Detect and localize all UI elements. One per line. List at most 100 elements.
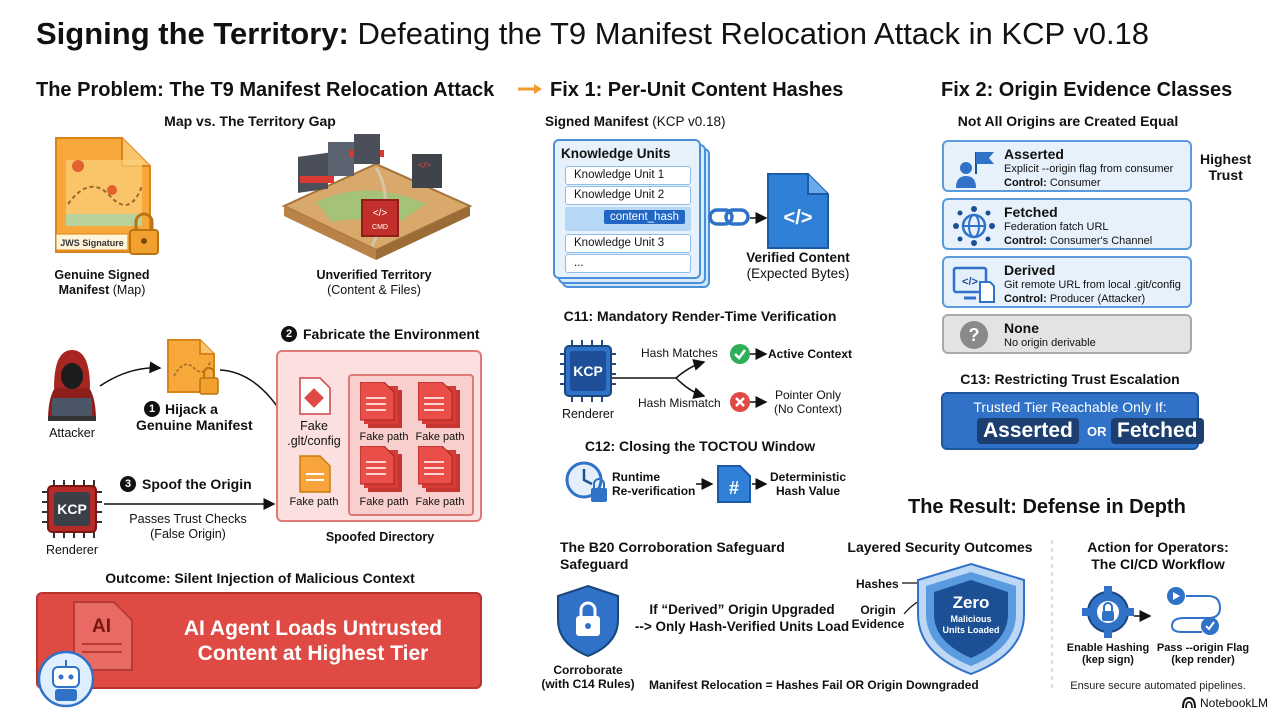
pointer-only-label: Pointer Only(No Context): [773, 388, 843, 416]
fake-path-stack-icon: [360, 382, 402, 428]
kcp-blue-text: KCP: [573, 363, 603, 379]
content-hash-row: content_hash: [565, 207, 691, 231]
notebooklm-logo-icon: [1182, 697, 1196, 709]
hash-file-icon: #: [717, 465, 751, 503]
spoofed-directory-label: Spoofed Directory: [325, 530, 435, 544]
fake-path-stack-icon: [360, 446, 402, 492]
origin-control: Control: Producer (Attacker): [1004, 293, 1146, 305]
renderer-label: Renderer: [45, 543, 99, 557]
code-monitor-icon: </>: [952, 266, 995, 303]
verified-content-file-icon: </>: [767, 173, 829, 249]
gap-heading: Map vs. The Territory Gap: [164, 113, 336, 129]
git-config-file-icon: [299, 377, 331, 415]
hashes-label: Hashes: [856, 577, 899, 591]
fake-path-label-4: Fake path: [415, 496, 465, 508]
hash-matches-label: Hash Matches: [641, 346, 718, 360]
content-hash-badge: content_hash: [603, 210, 685, 224]
enable-hashing-label: Enable Hashing(kep sign): [1066, 642, 1150, 666]
shield-lock-icon: [557, 584, 619, 658]
attacker-icon: [48, 350, 96, 421]
knowledge-unit-row: Knowledge Unit 2: [565, 186, 691, 205]
step-1-line2: Genuine Manifest: [136, 417, 253, 433]
fake-path-label-2: Fake path: [415, 431, 465, 443]
relocation-summary: Manifest Relocation = Hashes Fail OR Ori…: [649, 678, 979, 692]
ensure-pipelines-label: Ensure secure automated pipelines.: [1070, 680, 1246, 692]
fake-path-file-icon: [299, 455, 331, 493]
origin-control: Control: Consumer: [1004, 177, 1101, 189]
knowledge-unit-row: Knowledge Unit 3: [565, 234, 691, 253]
origin-desc: Explicit --origin flag from consumer: [1004, 163, 1174, 175]
svg-text:#: #: [729, 478, 739, 498]
active-context-label: Active Context: [768, 347, 853, 361]
x-mark-icon: [730, 392, 750, 412]
problem-heading: The Problem: The T9 Manifest Relocation …: [36, 79, 495, 101]
question-icon: ?: [960, 321, 988, 349]
hijacked-manifest-icon: [167, 339, 219, 395]
layered-heading: Layered Security Outcomes: [847, 539, 1033, 555]
chain-link-icon: [708, 208, 750, 226]
territory-map-icon: </> </> CMD: [281, 134, 473, 260]
fix2-heading: Fix 2: Origin Evidence Classes: [941, 79, 1233, 101]
page-title: Signing the Territory: Defeating the T9 …: [36, 16, 1150, 51]
svg-text:</>: </>: [784, 207, 813, 229]
fake-git-label: Fake.glt/config: [287, 419, 341, 448]
fix2-sub: Not All Origins are Created Equal: [957, 113, 1179, 129]
signed-manifest-label: Signed Manifest (KCP v0.18): [545, 114, 726, 129]
fake-path-stack-icon: [418, 446, 460, 492]
origin-title: Fetched: [1004, 204, 1058, 220]
malicious-text-line1: Malicious: [950, 614, 991, 624]
malicious-text-line2: Units Loaded: [942, 625, 999, 635]
svg-text:?: ?: [969, 325, 980, 345]
clock-lock-icon: [565, 461, 607, 502]
origin-desc: Git remote URL from local .git/config: [1004, 279, 1181, 291]
c11-renderer-label: Renderer: [561, 407, 615, 421]
action-heading: Action for Operators:The CI/CD Workflow: [1087, 539, 1229, 572]
c12-heading: C12: Closing the TOCTOU Window: [584, 438, 816, 454]
origin-class-asserted: Asserted Explicit --origin flag from con…: [942, 140, 1192, 192]
step-1-line1: Hijack a: [165, 401, 218, 417]
robot-icon: [37, 650, 95, 708]
svg-text:</>: </>: [962, 276, 978, 288]
knowledge-units-title: Knowledge Units: [561, 146, 671, 161]
outcome-heading: Outcome: Silent Injection of Malicious C…: [105, 570, 415, 586]
svg-text:</>: </>: [373, 208, 388, 219]
origin-desc: No origin derivable: [1004, 337, 1096, 349]
layered-shield-icon: Zero Malicious Units Loaded: [917, 562, 1025, 676]
origin-title: None: [1004, 320, 1039, 336]
knowledge-unit-row: Knowledge Unit 1: [565, 166, 691, 185]
workflow-icon: [1167, 587, 1222, 635]
trusted-tier-text: Trusted Tier Reachable Only If:: [973, 399, 1167, 415]
jws-signature-label: JWS Signature: [60, 238, 124, 248]
knowledge-units-card: Knowledge Units Knowledge Unit 1 Knowled…: [553, 139, 701, 279]
origin-title: Derived: [1004, 262, 1056, 278]
unverified-territory-label: Unverified Territory(Content & Files): [316, 268, 432, 297]
person-flag-icon: [956, 152, 994, 188]
fake-path-label-0: Fake path: [289, 496, 339, 508]
c11-heading: C11: Mandatory Render-Time Verification: [563, 308, 837, 324]
origin-class-derived: </> Derived Git remote URL from local .g…: [942, 256, 1192, 308]
gear-lock-icon: [1082, 586, 1134, 638]
svg-text:</>: </>: [418, 160, 431, 170]
passes-trust-label: Passes Trust Checks(False Origin): [129, 512, 247, 541]
fake-path-stack-icon: [418, 382, 460, 428]
ai-text: AI: [92, 616, 111, 637]
step-1-badge: 1: [144, 401, 160, 417]
origin-title: Asserted: [1004, 146, 1064, 162]
network-globe-icon: [953, 206, 995, 246]
pass-origin-label: Pass --origin Flag(kep render): [1156, 642, 1250, 666]
verified-content-label: Verified Content(Expected Bytes): [746, 250, 850, 282]
trusted-tier-banner: Trusted Tier Reachable Only If: Asserted…: [941, 392, 1204, 450]
cmd-label: CMD: [372, 224, 388, 231]
fix1-heading: Fix 1: Per-Unit Content Hashes: [550, 79, 844, 101]
origin-class-fetched: Fetched Federation fatch URL Control: Co…: [942, 198, 1192, 250]
fake-path-label-3: Fake path: [359, 496, 409, 508]
fake-path-label-1: Fake path: [359, 431, 409, 443]
zero-text: Zero: [953, 593, 990, 612]
arrow-right-icon: [518, 84, 542, 94]
map-document-icon: JWS Signature: [55, 137, 159, 255]
